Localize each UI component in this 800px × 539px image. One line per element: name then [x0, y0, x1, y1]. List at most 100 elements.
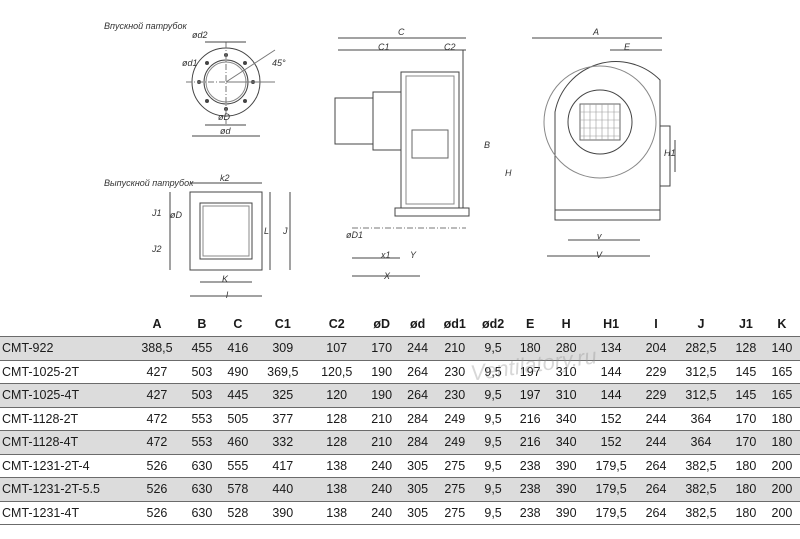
value-cell: 229	[638, 383, 675, 407]
value-cell: 210	[363, 430, 400, 454]
value-cell: 390	[548, 500, 585, 525]
dim-x1: x1	[381, 250, 391, 260]
value-cell: 180	[763, 406, 800, 431]
model-name-cell: CMT-1128-4T	[0, 430, 130, 454]
dim-C2: C2	[444, 42, 456, 52]
value-cell: 377	[255, 406, 310, 431]
model-name-cell: CMT-922	[0, 336, 130, 360]
header-od2: ød2	[481, 317, 505, 331]
dim-v: v	[597, 231, 602, 241]
value-cell: 238	[512, 477, 549, 501]
value-cell: 369,5	[255, 359, 310, 384]
value-cell: 249	[435, 430, 474, 454]
value-cell: 382,5	[674, 500, 728, 525]
fan-front-view-drawing	[532, 37, 676, 257]
value-cell: 264	[399, 383, 436, 407]
value-cell: 179,5	[584, 453, 639, 478]
value-cell: 503	[183, 359, 220, 384]
value-cell: 230	[435, 383, 474, 407]
value-cell: 553	[183, 430, 220, 454]
dim-C: C	[398, 27, 405, 37]
header-oD: øD	[373, 317, 390, 331]
dim-d2: ød2	[192, 30, 208, 40]
value-cell: 284	[399, 430, 436, 454]
dim-l: l	[226, 290, 228, 300]
value-cell: 170	[727, 430, 764, 454]
dim-J: J	[283, 226, 288, 236]
dim-Y: Y	[410, 250, 417, 260]
header-C2: C2	[328, 317, 345, 331]
specs-table: A B C C1 C2 øD ød ød1 ød2 E H H1 I J J1 …	[0, 312, 800, 525]
dim-angle: 45°	[272, 58, 286, 68]
value-cell: 264	[638, 500, 675, 525]
value-cell: 455	[183, 336, 220, 360]
drawing-svg	[169, 37, 676, 297]
value-cell: 390	[255, 500, 310, 525]
value-cell: 144	[584, 383, 639, 407]
header-H1: H1	[603, 317, 620, 331]
value-cell: 144	[584, 359, 639, 384]
value-cell: 445	[219, 383, 256, 407]
value-cell: 275	[435, 477, 474, 501]
value-cell: 309	[255, 336, 310, 360]
value-cell: 145	[727, 383, 764, 407]
value-cell: 180	[727, 477, 764, 501]
value-cell: 526	[130, 453, 184, 478]
dim-C1: C1	[378, 42, 390, 52]
header-J1: J1	[738, 317, 753, 331]
dim-k2: k2	[220, 173, 230, 183]
value-cell: 200	[763, 477, 800, 501]
value-cell: 240	[363, 453, 400, 478]
value-cell: 180	[727, 453, 764, 478]
value-cell: 440	[255, 477, 310, 501]
value-cell: 630	[183, 477, 220, 501]
value-cell: 249	[435, 406, 474, 431]
inlet-flange-drawing	[186, 41, 276, 137]
value-cell: 244	[638, 406, 675, 431]
value-cell: 472	[130, 430, 184, 454]
value-cell: 390	[548, 477, 585, 501]
header-C: C	[233, 317, 243, 331]
technical-drawing: Впускной патрубок Выпускной патрубок ød2…	[104, 21, 676, 300]
value-cell: 578	[219, 477, 256, 501]
value-cell: 9,5	[473, 359, 513, 384]
dim-oD-outlet: øD	[170, 210, 182, 220]
dim-J2: J2	[152, 244, 162, 254]
table-header-row: A B C C1 C2 øD ød ød1 ød2 E H H1 I J J1 …	[0, 312, 800, 337]
header-B: B	[197, 317, 207, 331]
value-cell: 230	[435, 359, 474, 384]
value-cell: 340	[548, 430, 585, 454]
value-cell: 264	[638, 477, 675, 501]
value-cell: 553	[183, 406, 220, 431]
value-cell: 630	[183, 453, 220, 478]
value-cell: 152	[584, 406, 639, 431]
value-cell: 128	[309, 430, 364, 454]
value-cell: 9,5	[473, 477, 513, 501]
value-cell: 312,5	[674, 383, 728, 407]
value-cell: 310	[548, 359, 585, 384]
dim-K: K	[222, 274, 229, 284]
value-cell: 280	[548, 336, 585, 360]
value-cell: 417	[255, 453, 310, 478]
value-cell: 107	[309, 336, 364, 360]
value-cell: 190	[363, 359, 400, 384]
value-cell: 382,5	[674, 453, 728, 478]
value-cell: 528	[219, 500, 256, 525]
value-cell: 312,5	[674, 359, 728, 384]
value-cell: 180	[763, 430, 800, 454]
fan-side-view-drawing	[334, 37, 470, 277]
header-E: E	[526, 317, 535, 331]
value-cell: 170	[727, 406, 764, 431]
value-cell: 526	[130, 500, 184, 525]
value-cell: 505	[219, 406, 256, 431]
dim-H: H	[505, 168, 512, 178]
value-cell: 340	[548, 406, 585, 431]
dim-V: V	[596, 250, 603, 260]
header-J: J	[697, 317, 705, 331]
value-cell: 364	[674, 430, 728, 454]
dim-J1: J1	[152, 208, 162, 218]
